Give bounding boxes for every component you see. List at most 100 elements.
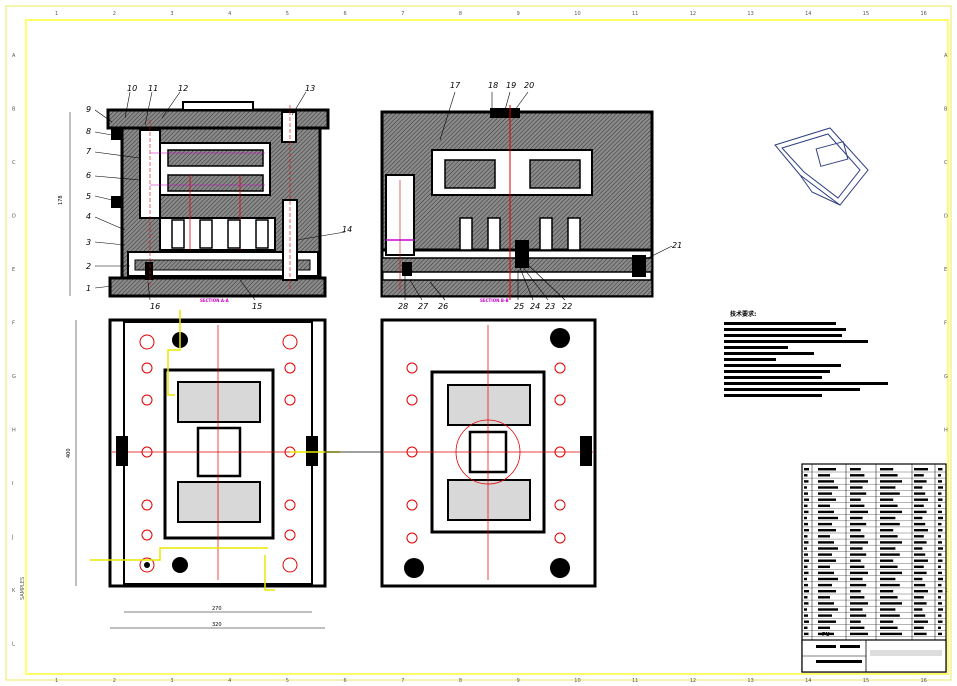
- parts-list-cell: [880, 553, 900, 556]
- parts-list-cell: [804, 559, 809, 562]
- zone-column-label: 11: [632, 11, 638, 17]
- parts-list-cell: [804, 596, 808, 599]
- zone-column-label: 12: [690, 678, 696, 684]
- parts-list-cell: [880, 504, 898, 507]
- parts-list-cell: [804, 480, 809, 483]
- part-number-label: 17: [450, 81, 461, 90]
- parts-list-cell: [914, 614, 926, 617]
- parts-list-cell: [818, 553, 832, 556]
- zone-row-label: I: [12, 481, 13, 487]
- zone-column-label: 13: [747, 11, 753, 17]
- parts-list-cell: [880, 608, 896, 611]
- part-number-label: 14: [342, 225, 352, 234]
- parts-list-cell: [818, 632, 834, 636]
- parts-list-cell: [880, 474, 898, 477]
- parts-list-cell: [804, 529, 809, 532]
- zone-column-label: 15: [863, 11, 869, 17]
- parts-list-cell: [938, 504, 941, 507]
- part-number-label: 27: [418, 302, 429, 311]
- parts-list-cell: [818, 480, 834, 483]
- parts-list-cell: [914, 620, 928, 623]
- part-number-label: 8: [86, 127, 91, 136]
- parts-list-cell: [804, 492, 808, 495]
- parts-list-cell: [880, 547, 896, 550]
- zone-column-label: 7: [401, 11, 404, 17]
- parts-list-cell: [850, 608, 863, 611]
- plan-height-dim: 400: [66, 448, 72, 458]
- part-number-label: 28: [398, 302, 408, 311]
- parts-list-cell: [914, 553, 926, 556]
- parts-list-cell: [804, 620, 809, 623]
- zone-column-label: 13: [747, 678, 753, 684]
- samples-stamp: SAMPLES: [20, 577, 26, 600]
- parts-list-cell: [804, 626, 808, 629]
- parts-list-cell: [914, 571, 927, 575]
- parts-list-cell: [804, 522, 808, 526]
- parts-list-cell: [850, 541, 868, 544]
- parts-list-cell: [938, 632, 942, 636]
- zone-row-label: L: [12, 642, 15, 648]
- zone-row-label: B: [12, 107, 16, 113]
- parts-list-cell: [938, 565, 941, 568]
- parts-list-cell: [804, 468, 809, 471]
- parts-list-cell: [880, 510, 902, 514]
- parts-list-cell: [850, 626, 865, 629]
- parts-list-cell: [818, 608, 838, 611]
- zone-column-label: 8: [459, 678, 462, 684]
- parts-list-cell: [818, 504, 830, 507]
- parts-list-cell: [818, 583, 832, 587]
- part-number-label: 5: [86, 192, 91, 201]
- parts-list-cell: [804, 590, 809, 593]
- parts-list-cell: [850, 590, 861, 593]
- parts-list-cell: [914, 559, 928, 562]
- parts-list-cell: [850, 486, 863, 489]
- parts-list-cell: [804, 535, 808, 538]
- parts-list-cell: [938, 486, 943, 489]
- parts-list-cell: [818, 498, 836, 501]
- parts-list-cell: [914, 529, 928, 532]
- zone-column-label: 3: [170, 678, 173, 684]
- parts-list-cell: [818, 602, 834, 605]
- part-number-label: 3: [86, 238, 91, 247]
- parts-list-cell: [818, 559, 836, 562]
- parts-list-cell: [818, 474, 830, 477]
- parts-list-cell: [804, 498, 809, 501]
- zone-column-label: 9: [517, 11, 520, 17]
- parts-list-cell: [850, 529, 861, 532]
- parts-list-cell: [818, 565, 830, 568]
- parts-list-cell: [914, 498, 928, 501]
- plan-view-fixed-half: [325, 318, 597, 588]
- zone-row-label: A: [12, 53, 16, 59]
- part-number-label: 22: [562, 302, 572, 311]
- zone-column-label: 16: [921, 11, 927, 17]
- parts-list-cell: [818, 590, 836, 593]
- zone-row-label: H: [12, 428, 16, 434]
- parts-list-cell: [850, 565, 865, 568]
- parts-list-cell: [818, 486, 838, 489]
- zone-column-label: 3: [170, 11, 173, 17]
- parts-list-cell: [818, 492, 832, 495]
- part-number-label: 1: [86, 284, 91, 293]
- technical-requirements: 技术要求:: [724, 310, 888, 397]
- zone-column-label: 4: [228, 11, 231, 17]
- parts-list-cell: [914, 510, 927, 514]
- parts-list-cell: [850, 632, 868, 636]
- parts-list-cell: [850, 596, 865, 599]
- zone-row-label: J: [11, 535, 13, 541]
- parts-list-cell: [850, 547, 863, 550]
- part-number-label: 19: [506, 81, 516, 90]
- part-number-label: 23: [545, 302, 555, 311]
- parts-list-cell: [818, 547, 838, 550]
- parts-list-cell: [818, 620, 836, 623]
- parts-list-cell: [880, 522, 900, 526]
- plan-view-moving-half: 400 270 320 SAMPLES: [20, 310, 340, 629]
- parts-list-cell: [804, 608, 807, 611]
- part-number-label: 7: [86, 147, 92, 156]
- parts-list-cell: [880, 620, 894, 623]
- parts-list-cell: [818, 614, 832, 617]
- parts-list-cell: [880, 492, 900, 495]
